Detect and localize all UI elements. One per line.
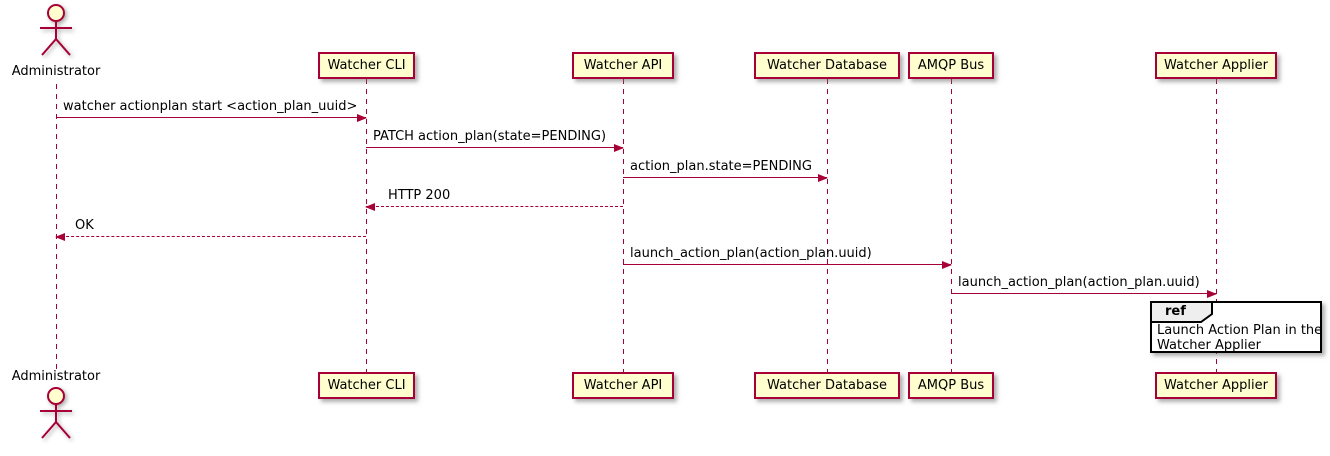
participant-amqp-bus-bottom: AMQP Bus: [908, 372, 994, 399]
message-arrow: [623, 173, 828, 182]
message-arrow: [951, 289, 1217, 298]
lifeline-watcher-api: [623, 79, 624, 372]
message-label: OK: [75, 218, 94, 233]
participant-amqp-bus-top: AMQP Bus: [908, 52, 994, 79]
ref-text-line2: Watcher Applier: [1157, 338, 1261, 353]
arrowhead-right-icon: [357, 113, 367, 122]
participant-watcher-database-bottom: Watcher Database: [754, 372, 900, 399]
actor-label-bottom: Administrator: [11, 369, 101, 384]
message-label: launch_action_plan(action_plan.uuid): [630, 246, 872, 261]
participant-watcher-database-top: Watcher Database: [754, 52, 900, 79]
message-label: action_plan.state=PENDING: [630, 159, 812, 174]
message-arrow: [56, 113, 367, 122]
message-arrow: [366, 143, 624, 152]
actor-label-top: Administrator: [11, 64, 101, 79]
participant-watcher-cli-top: Watcher CLI: [318, 52, 415, 79]
lifeline-watcher-database: [827, 79, 828, 372]
ref-fragment: ref Launch Action Plan in the Watcher Ap…: [1150, 301, 1322, 353]
arrowhead-right-icon: [614, 143, 624, 152]
message-label: HTTP 200: [388, 188, 451, 203]
lifeline-amqp-bus: [951, 79, 952, 372]
ref-tab-icon: [1150, 301, 1213, 323]
message-label: launch_action_plan(action_plan.uuid): [958, 275, 1200, 290]
message-label: PATCH action_plan(state=PENDING): [373, 129, 607, 144]
participant-watcher-applier-top: Watcher Applier: [1155, 52, 1277, 79]
lifeline-watcher-cli: [366, 79, 367, 372]
ref-text-line1: Launch Action Plan in the: [1157, 323, 1323, 338]
message-label: watcher actionplan start <action_plan_uu…: [63, 99, 358, 114]
participant-watcher-cli-bottom: Watcher CLI: [318, 372, 415, 399]
participant-watcher-applier-bottom: Watcher Applier: [1155, 372, 1277, 399]
arrowhead-left-icon: [55, 232, 65, 241]
lifeline-administrator: [56, 84, 57, 370]
ref-keyword: ref: [1165, 304, 1186, 319]
participant-watcher-api-bottom: Watcher API: [572, 372, 674, 399]
actor-icon: [40, 4, 72, 56]
lifeline-watcher-applier: [1216, 79, 1217, 372]
arrowhead-right-icon: [942, 260, 952, 269]
arrowhead-right-icon: [818, 173, 828, 182]
message-arrow: [55, 232, 366, 241]
message-arrow: [365, 202, 623, 211]
participant-watcher-api-top: Watcher API: [572, 52, 674, 79]
message-arrow: [623, 260, 952, 269]
actor-icon: [40, 387, 72, 439]
arrowhead-right-icon: [1207, 289, 1217, 298]
arrowhead-left-icon: [365, 202, 375, 211]
